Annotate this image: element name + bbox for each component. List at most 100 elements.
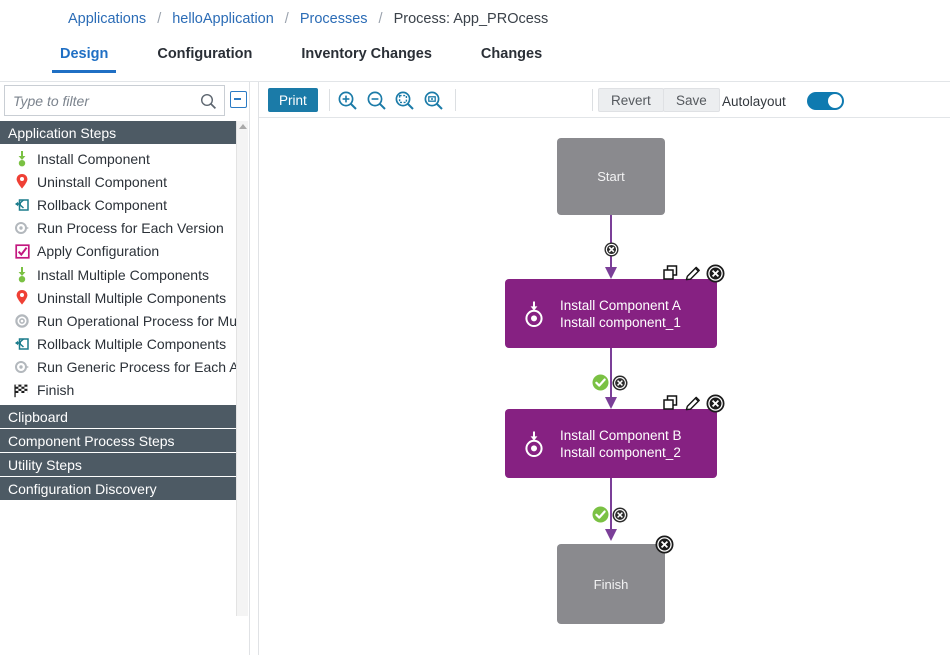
section-header-application-steps[interactable]: Application Steps [0,121,236,145]
zoom-actual-size-icon[interactable] [422,89,445,112]
condition-icon[interactable] [612,507,628,523]
copy-icon[interactable] [663,265,680,282]
list-item-run-process-for-each-version[interactable]: Run Process for Each Version [0,217,236,240]
install-component-icon [12,266,32,284]
list-item-install-component[interactable]: Install Component [0,147,236,170]
list-item-label: Apply Configuration [37,243,160,260]
success-icon[interactable] [592,374,609,391]
breadcrumb-item-processes[interactable]: Processes [299,11,368,27]
list-item-rollback-multiple-components[interactable]: Rollback Multiple Components [0,333,236,356]
list-item-install-multiple-components[interactable]: Install Multiple Components [0,263,236,286]
list-item-label: Run Process for Each Version [37,220,224,237]
list-item-uninstall-component[interactable]: Uninstall Component [0,170,236,193]
connector-badges-step1-to-step2 [592,374,628,391]
collapse-panel-icon[interactable] [230,91,247,108]
list-item-label: Install Multiple Components [37,266,209,283]
tab-design[interactable]: Design [51,46,117,73]
autolayout-toggle[interactable] [807,92,844,110]
run-process-icon [12,219,32,237]
section-header-clipboard[interactable]: Clipboard [0,405,236,430]
zoom-fit-icon[interactable] [393,89,416,112]
zoom-out-icon[interactable] [365,89,388,112]
success-icon[interactable] [592,506,609,523]
node-subtitle: Install component_2 [560,444,681,460]
diagram-node-install-component-a[interactable]: Install Component A Install component_1 [505,264,725,348]
delete-icon[interactable] [706,394,725,413]
uninstall-component-icon [12,289,32,307]
node-text-block: Install Component A Install component_1 [560,297,681,331]
copy-icon[interactable] [663,395,680,412]
print-button[interactable]: Print [268,88,318,112]
rollback-component-icon [12,196,32,214]
breadcrumb-item-helloapplication[interactable]: helloApplication [172,11,274,27]
sidebar-scrollbar[interactable] [236,121,248,616]
list-item-label: Rollback Multiple Components [37,336,227,353]
breadcrumb-separator: / [284,11,289,27]
node-text-block: Install Component B Install component_2 [560,427,682,461]
list-item-label: Uninstall Multiple Components [37,289,227,306]
application-steps-list: Install Component Uninstall Component [0,145,236,406]
list-item-uninstall-multiple-components[interactable]: Uninstall Multiple Components [0,286,236,309]
section-label: Application Steps [8,124,117,141]
tab-configuration[interactable]: Configuration [157,46,253,62]
section-header-component-process-steps[interactable]: Component Process Steps [0,429,236,454]
node-action-badges [663,264,725,283]
search-input[interactable] [13,86,193,115]
list-item-run-operational-process[interactable]: Run Operational Process for Multi [0,309,236,332]
list-item-label: Run Generic Process for Each Aff [37,359,236,376]
section-label: Clipboard [8,408,68,425]
condition-icon[interactable] [612,375,628,391]
node-subtitle: Install component_1 [560,314,681,330]
install-step-icon [525,301,543,327]
node-action-badges [655,535,674,554]
save-button[interactable]: Save [663,88,720,112]
list-item-apply-configuration[interactable]: Apply Configuration [0,240,236,263]
tab-inventory-changes[interactable]: Inventory Changes [301,46,432,62]
toolbar-separator [455,89,456,111]
diagram-node-install-component-b[interactable]: Install Component B Install component_2 [505,394,725,478]
condition-icon[interactable] [604,242,619,257]
gear-icon [12,312,32,330]
section-header-utility-steps[interactable]: Utility Steps [0,453,236,478]
section-label: Configuration Discovery [8,480,157,497]
section-label: Component Process Steps [8,432,175,449]
autolayout-label: Autolayout [722,94,786,109]
breadcrumb-item-applications[interactable]: Applications [68,11,147,27]
toolbar-separator [592,89,593,111]
node-action-badges [663,394,725,413]
list-item-label: Uninstall Component [37,173,167,190]
install-component-icon [12,150,32,168]
steps-tree: Application Steps Install Component [0,121,236,502]
header-divider [0,81,950,82]
list-item-label: Finish [37,382,75,399]
delete-icon[interactable] [706,264,725,283]
uninstall-component-icon [12,173,32,191]
zoom-in-icon[interactable] [336,89,359,112]
section-header-configuration-discovery[interactable]: Configuration Discovery [0,477,236,502]
list-item-label: Install Component [37,150,150,167]
rollback-component-icon [12,335,32,353]
edit-icon[interactable] [684,395,702,413]
section-label: Utility Steps [8,456,82,473]
page-header: Applications / helloApplication / Proces… [0,0,950,82]
apply-configuration-icon [12,242,32,260]
steps-palette-panel: Application Steps Install Component [0,82,250,655]
panel-divider [249,82,250,655]
node-label: Finish [593,576,629,592]
tab-changes[interactable]: Changes [480,46,543,62]
breadcrumb: Applications / helloApplication / Proces… [68,8,548,30]
edit-icon[interactable] [684,265,702,283]
node-title: Install Component B [560,427,682,443]
scroll-up-icon[interactable] [239,124,247,129]
process-diagram-canvas[interactable]: Start Install Component A Ins [259,118,950,655]
list-item-finish[interactable]: Finish [0,379,236,402]
diagram-node-start[interactable]: Start [557,138,665,215]
revert-button[interactable]: Revert [598,88,664,112]
list-item-rollback-component[interactable]: Rollback Component [0,193,236,216]
list-item-run-generic-process[interactable]: Run Generic Process for Each Aff [0,356,236,379]
delete-icon[interactable] [655,535,674,554]
finish-flag-icon [12,381,32,399]
diagram-node-finish[interactable]: Finish [557,535,674,624]
search-icon[interactable] [200,93,217,110]
